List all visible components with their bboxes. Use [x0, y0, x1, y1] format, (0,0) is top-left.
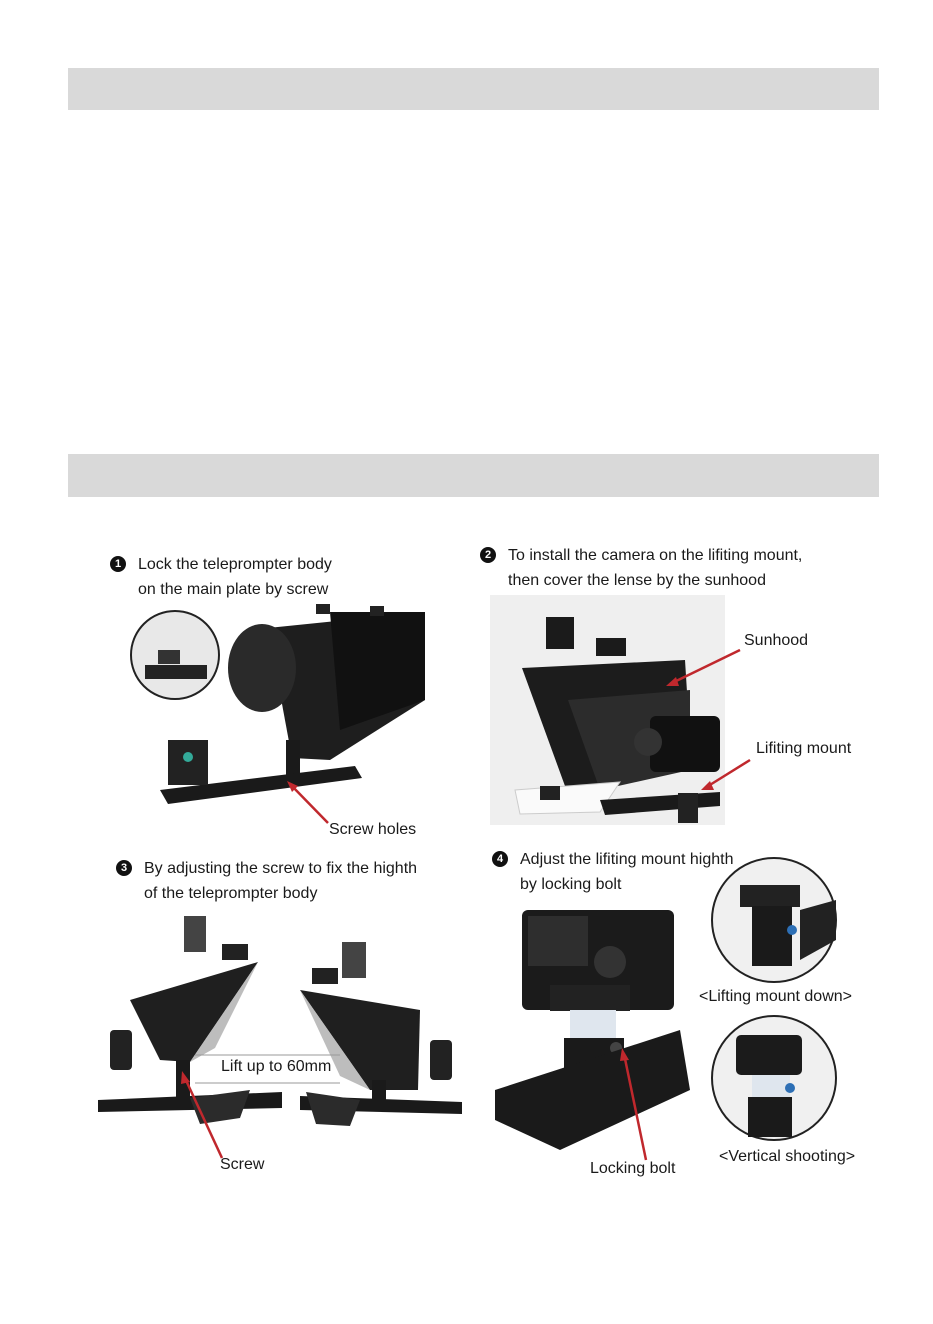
step-number-badge: 4 [492, 851, 508, 867]
label-mount-down: <Lifting mount down> [699, 988, 852, 1005]
step-line: By adjusting the screw to fix the highth [144, 860, 418, 877]
step-line: by locking bolt [520, 876, 622, 893]
label-vertical-shooting: <Vertical shooting> [719, 1148, 856, 1165]
label-locking-bolt: Locking bolt [590, 1160, 676, 1177]
step-1-caption: 1 Lock the teleprompter body on the main… [110, 552, 332, 602]
label-lifting-mount: Lifiting mount [756, 740, 852, 757]
step-number-badge: 3 [116, 860, 132, 876]
step-number-badge: 1 [110, 556, 126, 572]
label-sunhood: Sunhood [744, 632, 809, 649]
section-header-bar-2 [68, 454, 879, 497]
step-line: To install the camera on the lifiting mo… [508, 547, 803, 564]
step-line: Adjust the lifiting mount highth [520, 851, 734, 868]
label-screw-holes: Screw holes [329, 821, 417, 838]
label-lift-height: Lift up to 60mm [221, 1058, 332, 1075]
step-line: on the main plate by screw [138, 581, 329, 598]
step-line: then cover the lense by the sunhood [508, 572, 766, 589]
step-4-caption: 4 Adjust the lifiting mount highth by lo… [492, 847, 733, 897]
section-header-bar-1 [68, 68, 879, 110]
step-line: of the teleprompter body [144, 885, 318, 902]
step-line: Lock the teleprompter body [138, 556, 332, 573]
step-number-badge: 2 [480, 547, 496, 563]
step-3-caption: 3 By adjusting the screw to fix the high… [116, 856, 417, 906]
label-screw: Screw [220, 1156, 265, 1173]
step-2-caption: 2 To install the camera on the lifiting … [480, 543, 802, 593]
